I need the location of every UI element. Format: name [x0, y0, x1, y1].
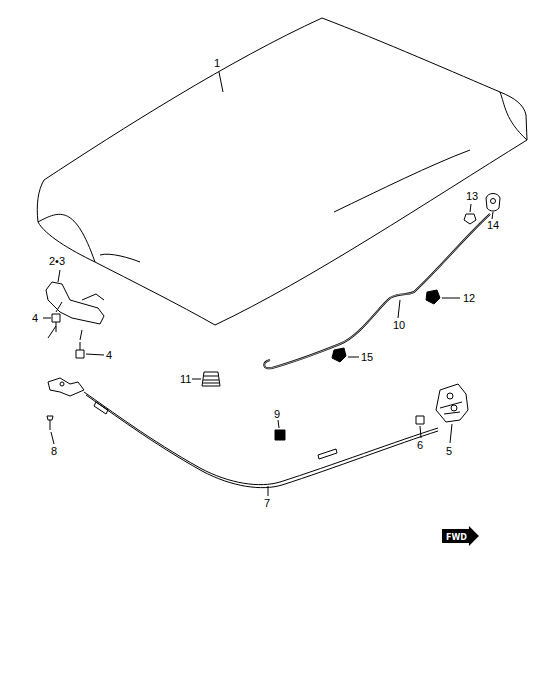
callout-number: 7 [264, 498, 270, 509]
leader-line [398, 300, 400, 318]
callout-number: 8 [51, 446, 57, 457]
leader-line [268, 486, 269, 496]
grommet [491, 199, 496, 204]
hood-latch [440, 402, 462, 414]
bolt [76, 342, 84, 358]
hinge [82, 294, 104, 300]
hinge [46, 282, 104, 324]
cushion [202, 372, 220, 386]
bolt [416, 416, 424, 424]
leader-line [58, 270, 60, 282]
callout-number: 5 [446, 446, 452, 457]
support-rod [264, 214, 490, 368]
support-rod [264, 214, 490, 368]
release-lever [48, 378, 84, 396]
leader-line [348, 357, 359, 358]
callout-number: 6 [417, 440, 423, 451]
leader-line [86, 354, 104, 355]
hood-edge [500, 92, 527, 140]
hood-latch [451, 405, 457, 411]
release-lever [60, 382, 64, 386]
hood-latch [436, 384, 468, 422]
arrow-text: FWD [442, 530, 479, 546]
callout-number: 11 [180, 374, 191, 385]
arrow-shape [442, 526, 479, 546]
leader-line [48, 326, 56, 338]
release-cable [318, 449, 337, 459]
callout-number: 4 [106, 350, 112, 361]
leader-line [51, 432, 54, 444]
screw [47, 416, 53, 430]
leader-line [492, 212, 493, 219]
leader-line [56, 302, 62, 312]
clip [332, 348, 346, 362]
callout-number: 12 [463, 293, 475, 304]
release-cable [86, 395, 438, 488]
leader-line [278, 420, 279, 428]
callout-number: 14 [487, 220, 499, 231]
leader-line [442, 298, 460, 299]
leader-line [470, 204, 471, 212]
callout-number: 4 [32, 313, 38, 324]
direction-arrow: FWD [442, 526, 479, 546]
hood-highlight [100, 254, 140, 262]
leader-line [450, 424, 452, 443]
grommet [486, 194, 500, 212]
callout-number: 1 [214, 58, 220, 69]
leader-line [80, 330, 82, 340]
clamp [275, 430, 285, 440]
hood-panel [37, 18, 527, 325]
release-cable [94, 402, 108, 414]
hood-edge [38, 214, 95, 262]
nut [464, 214, 476, 224]
leader-line [219, 72, 223, 92]
leader-line [420, 426, 421, 438]
leader-line [43, 318, 51, 319]
callout-number: 15 [361, 352, 373, 363]
release-cable [84, 392, 438, 485]
leader-line [192, 379, 201, 380]
hood-latch [447, 393, 453, 399]
callout-number: 9 [274, 409, 280, 420]
callout-number: 13 [466, 191, 478, 202]
clip [426, 290, 440, 304]
cushion [203, 376, 219, 383]
callout-number: 2•3 [49, 256, 65, 267]
callout-number: 10 [393, 320, 405, 331]
hood-highlight [334, 150, 470, 212]
